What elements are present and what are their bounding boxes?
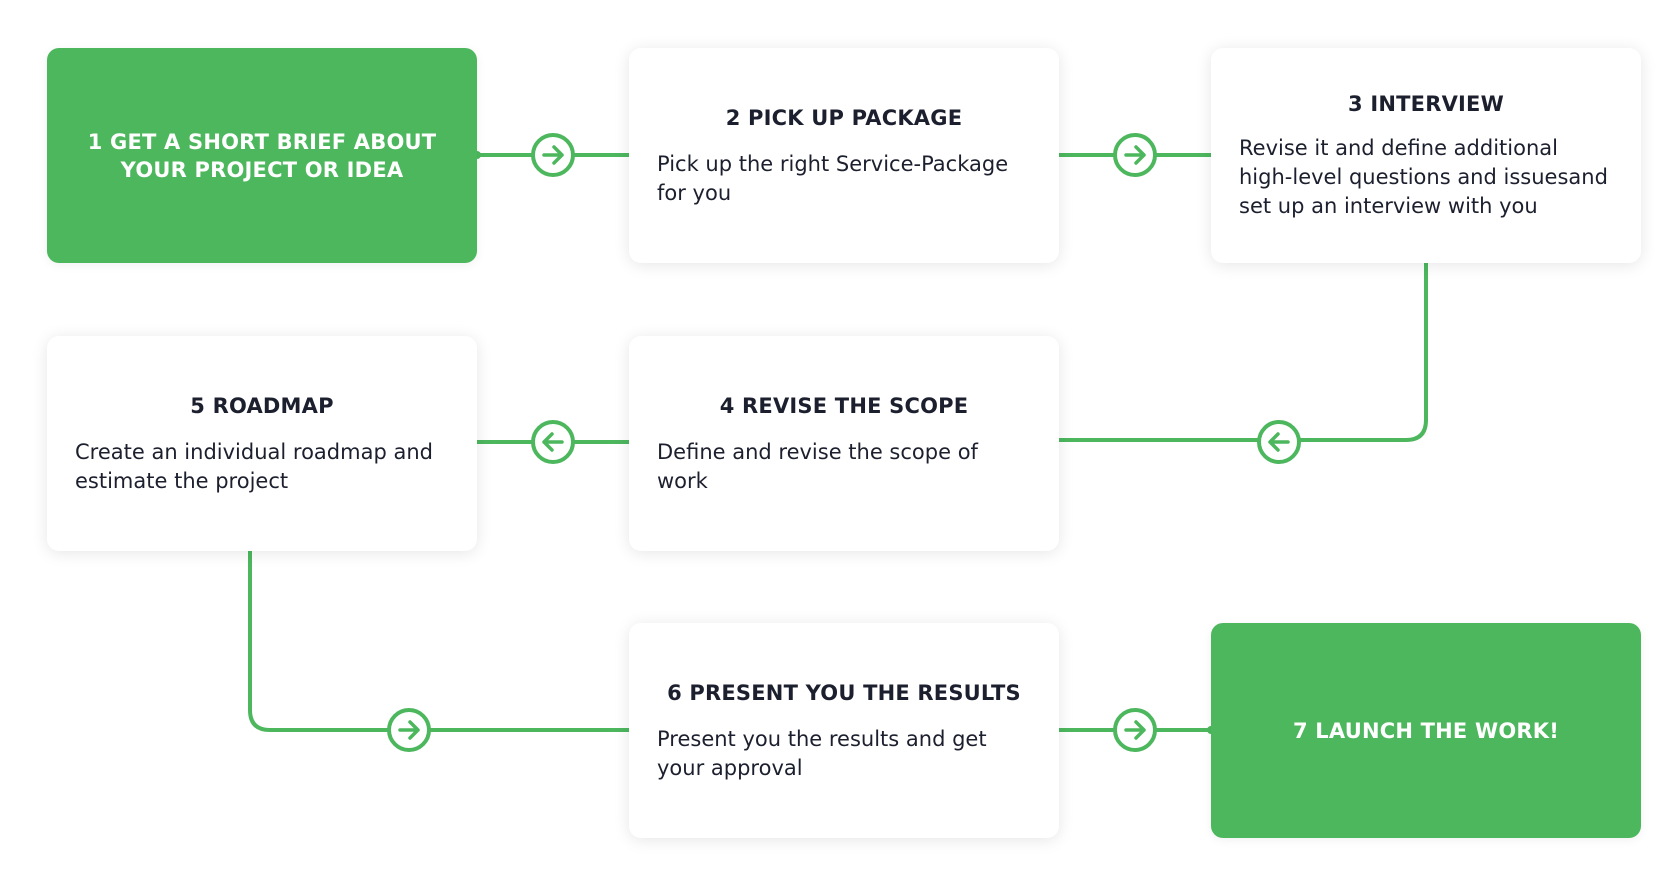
connector-3-4 [1057, 261, 1428, 442]
arrow-left-circle-icon [531, 420, 575, 464]
step-6-description: Present you the results and get your app… [657, 726, 987, 780]
step-2-title: 2 PICK UP PACKAGE [725, 105, 963, 130]
step-5-card: 5 ROADMAP Create an individual roadmap a… [47, 336, 477, 551]
step-3-card: 3 INTERVIEW Revise it and define additio… [1211, 48, 1641, 263]
step-4-title: 4 REVISE THE SCOPE [719, 393, 969, 418]
step-3-title: 3 INTERVIEW [1348, 92, 1504, 116]
connector-5-6 [248, 549, 631, 732]
arrow-right-circle-icon [531, 133, 575, 177]
step-2-description: Pick up the right Service-Package for yo… [657, 151, 1009, 205]
step-1-title: 1 GET A SHORT BRIEF ABOUT YOUR PROJECT O… [87, 129, 437, 182]
arrow-right-circle-icon [387, 708, 431, 752]
step-4-description: Define and revise the scope of work [657, 439, 978, 493]
step-7-card: 7 LAUNCH THE WORK! [1211, 623, 1641, 838]
step-6-title: 6 PRESENT YOU THE RESULTS [667, 680, 1021, 705]
arrow-right-circle-icon [1113, 133, 1157, 177]
step-1-card: 1 GET A SHORT BRIEF ABOUT YOUR PROJECT O… [47, 48, 477, 263]
step-5-description: Create an individual roadmap and estimat… [75, 439, 433, 493]
step-4-card: 4 REVISE THE SCOPE Define and revise the… [629, 336, 1059, 551]
step-7-title: 7 LAUNCH THE WORK! [1292, 718, 1560, 743]
step-6-card: 6 PRESENT YOU THE RESULTS Present you th… [629, 623, 1059, 838]
arrow-left-circle-icon [1257, 420, 1301, 464]
step-2-card: 2 PICK UP PACKAGE Pick up the right Serv… [629, 48, 1059, 263]
arrow-right-circle-icon [1113, 708, 1157, 752]
step-3-description: Revise it and define additional high-lev… [1239, 136, 1608, 218]
step-5-title: 5 ROADMAP [190, 393, 334, 418]
